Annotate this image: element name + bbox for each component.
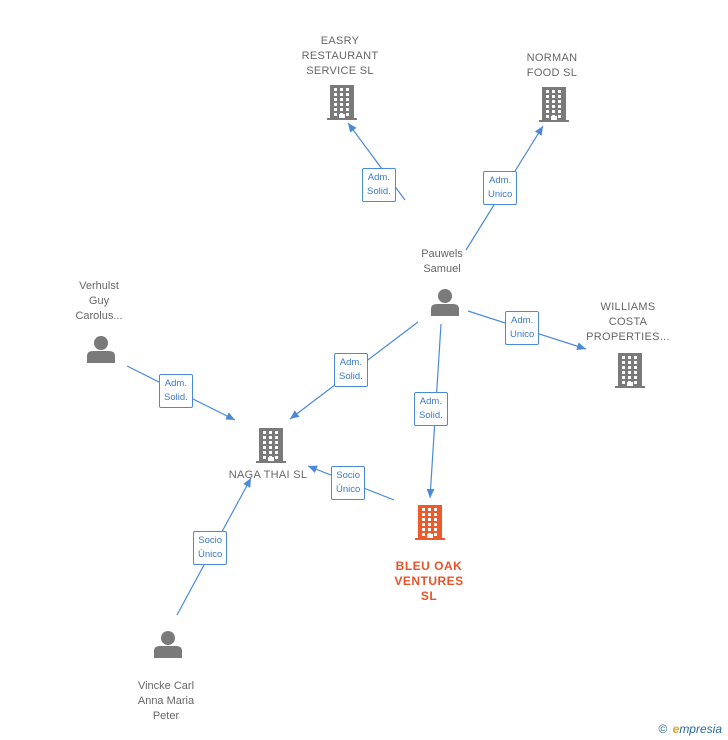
pauwels-person-icon[interactable] <box>431 289 459 316</box>
brand-name: mpresia <box>679 722 722 736</box>
naga-building-icon[interactable] <box>256 428 286 463</box>
node-label-bleu[interactable]: BLEU OAK VENTURES SL <box>394 559 464 603</box>
bleu-building-icon[interactable] <box>415 505 445 540</box>
node-label-verhulst[interactable]: Verhulst Guy Carolus... <box>75 280 123 322</box>
edge-label-verhulst-naga[interactable]: Adm. Solid. <box>159 374 193 408</box>
norman-building-icon[interactable] <box>539 87 569 122</box>
edge-label-pauwels-bleu[interactable]: Adm. Solid. <box>414 392 448 426</box>
node-label-easry[interactable]: EASRY RESTAURANT SERVICE SL <box>301 35 379 77</box>
copyright-symbol: © <box>658 722 668 736</box>
easry-building-icon[interactable] <box>327 85 357 120</box>
node-label-norman[interactable]: NORMAN FOOD SL <box>526 52 578 79</box>
footer-brand: © empresia <box>658 722 722 736</box>
edge-label-pauwels-naga[interactable]: Adm. Solid. <box>334 353 368 387</box>
vincke-person-icon[interactable] <box>154 631 182 658</box>
edge-label-pauwels-williams[interactable]: Adm. Unico <box>505 311 540 345</box>
williams-building-icon[interactable] <box>615 353 645 388</box>
node-label-naga[interactable]: NAGA THAI SL <box>228 469 308 481</box>
node-label-williams[interactable]: WILLIAMS COSTA PROPERTIES... <box>586 301 670 343</box>
edge-label-pauwels-norman[interactable]: Adm. Unico <box>483 171 518 205</box>
node-label-vincke[interactable]: Vincke Carl Anna Maria Peter <box>137 680 195 722</box>
node-label-pauwels[interactable]: Pauwels Samuel <box>421 248 463 275</box>
edge-label-vincke-naga[interactable]: Socio Único <box>193 531 228 565</box>
edge-label-bleu-naga[interactable]: Socio Único <box>331 466 366 500</box>
brand-e: e <box>672 722 680 736</box>
verhulst-person-icon[interactable] <box>87 336 115 363</box>
edge-label-pauwels-easry[interactable]: Adm. Solid. <box>362 168 396 202</box>
